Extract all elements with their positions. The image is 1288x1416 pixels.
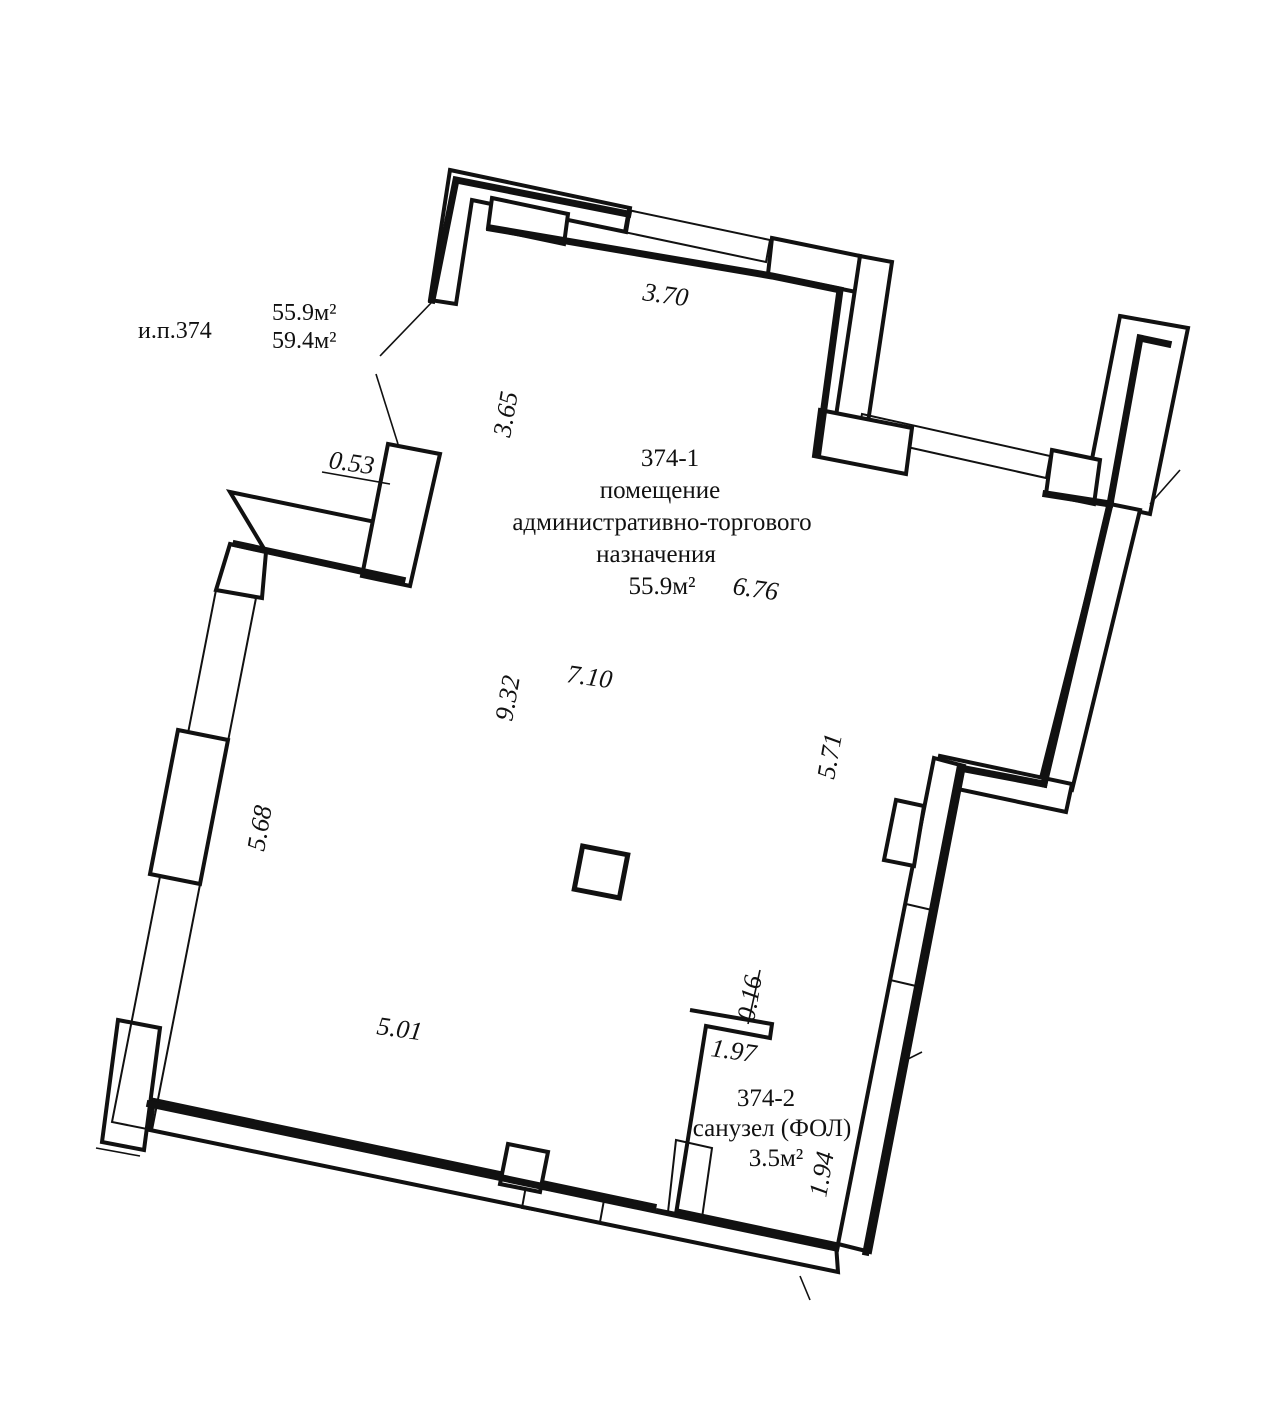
dim-inner-diag: 9.32 <box>489 673 525 723</box>
tick-marks <box>95 469 1181 1301</box>
inner-outline-niche <box>485 223 844 456</box>
plan-id-block: и.п.374 55.9м² 59.4м² <box>138 300 336 354</box>
room-374-1-number: 374-1 <box>641 445 699 472</box>
room-374-1-line-1: помещение <box>600 477 721 504</box>
window-top <box>622 208 772 264</box>
dim-top-wall: 3.70 <box>640 277 690 312</box>
leader-lines <box>321 301 761 1025</box>
inner-outline-left-corner <box>231 539 407 585</box>
plan-area-main: 55.9м² <box>272 300 336 326</box>
room-374-1-label: 374-1 помещение административно-торговог… <box>512 445 811 600</box>
room-374-2-area: 3.5м² <box>749 1145 804 1172</box>
room-374-2-number: 374-2 <box>737 1085 795 1112</box>
tick-bottom-right <box>799 1275 811 1301</box>
wall-left-bottom-pier <box>99 1017 163 1153</box>
room-374-1-line-3: назначения <box>596 541 716 568</box>
wall-right-pier-top <box>1081 313 1191 517</box>
room-374-1-line-2: административно-торгового <box>512 509 811 536</box>
wall-right-lower <box>835 755 967 1255</box>
dim-niche-depth: 3.65 <box>487 389 524 440</box>
inner-outline-bottom <box>145 1099 841 1253</box>
tick-left-bottom <box>95 1147 141 1157</box>
inner-outline-top <box>427 175 633 305</box>
inner-outline <box>145 175 1173 1257</box>
dim-right-lower: 5.71 <box>811 731 847 781</box>
dim-bottom-wall: 5.01 <box>375 1011 424 1046</box>
wall-left-mid-pier <box>147 727 231 887</box>
plan-area-total: 59.4м² <box>272 328 336 354</box>
room-374-2-line-1: санузел (ФОЛ) <box>693 1115 852 1142</box>
inner-outline-right <box>1042 333 1173 508</box>
wc-partition <box>655 1008 775 1220</box>
wall-step-pier <box>811 407 915 477</box>
dim-left-wall: 5.68 <box>241 803 277 853</box>
dim-wc-depth: 1.94 <box>803 1149 839 1199</box>
dim-right-upper: 6.76 <box>731 571 780 606</box>
central-column <box>571 843 631 901</box>
dim-partition-thickness: 0.16 <box>731 973 767 1023</box>
dim-wc-width: 1.97 <box>709 1033 759 1068</box>
room-374-2-label: 374-2 санузел (ФОЛ) 3.5м² <box>693 1085 852 1172</box>
tick-right-top <box>1149 469 1181 505</box>
dim-inner-width: 7.10 <box>565 659 614 694</box>
wc-door <box>666 1138 714 1220</box>
tick-right-mid <box>905 1051 923 1061</box>
leader-upper <box>379 301 433 357</box>
dim-left-step: 0.53 <box>327 445 376 480</box>
window-right-lower <box>881 797 927 869</box>
inner-outline-right-step <box>861 763 1049 1257</box>
plan-id-label: и.п.374 <box>138 318 212 344</box>
room-374-1-area: 55.9м² <box>628 573 695 600</box>
outer-walls <box>99 167 1191 1275</box>
wall-left-step <box>359 441 443 589</box>
leader-lower <box>375 373 399 445</box>
inner-outline-right-long <box>1039 499 1115 789</box>
dimension-labels: 3.70 3.65 0.53 6.76 9.32 7.10 5.71 5.68 … <box>241 277 847 1199</box>
leader-016 <box>747 969 761 1025</box>
leader-053 <box>321 471 391 485</box>
